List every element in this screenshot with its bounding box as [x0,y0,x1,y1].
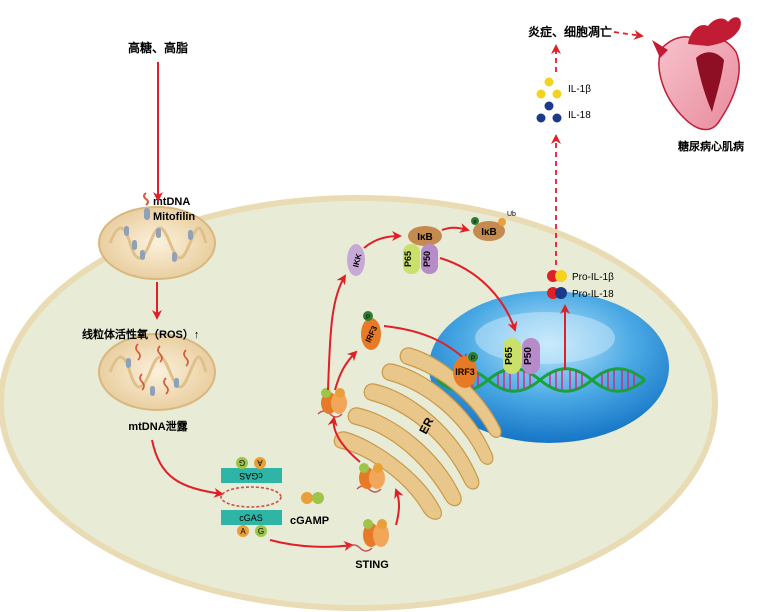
arrow-irf3-to-nucleus [383,325,470,364]
ubikb-label: IκB [481,227,497,238]
mtdna-leak-label: mtDNA泄露 [128,419,188,433]
nfkb-nuclear-icon [503,338,540,374]
il18-label: IL-18 [568,110,591,121]
mtdna-icon [143,192,149,206]
er-icon [333,347,502,520]
inflammation-label: 炎症、细胞凋亡 [528,24,612,39]
ub-ikb-icon [471,217,506,241]
cgamp-icon [301,492,324,504]
irf3-label-nuc: IRF3 [455,367,475,377]
arrow-nfkb-to-nucleus [439,257,518,332]
ikk-label: IKK [351,252,363,268]
mitochondrion-damaged-icon [98,333,216,411]
cgas-top-label: cGAS [239,471,263,481]
ikb-label: IκB [417,232,433,243]
il1b-icon [536,77,562,99]
cgas-bottom-g: G [258,527,264,536]
arrow-sting-up-2 [327,416,361,463]
phospho-label-ikb: P [473,220,477,226]
legend-mitofilin-label: Mitofilin [153,211,195,223]
il18-icon [536,101,562,123]
il1b-label: IL-1β [568,84,591,95]
sting-protein-icon [347,519,389,552]
arrow-leak-to-cgas [151,439,224,498]
sting-protein-icon-mid [356,463,385,493]
irf3-nuclear-icon [453,352,478,388]
p50-label-cyto: P50 [422,251,432,267]
pro-il1b-icon [547,270,567,282]
mitochondrion-icon [98,206,216,280]
heart-icon [652,17,741,131]
ub-label: Ub [507,211,516,218]
cgas-top-a: A [257,458,263,467]
cgas-top-g: G [239,458,245,467]
disease-label: 糖尿病心肌病 [678,139,744,153]
nfkb-complex-icon [403,226,442,274]
cgas-complex-icon [220,457,282,537]
arrow-ikb-to-ubikb [441,223,470,233]
pro-il18-label: Pro-IL-18 [572,289,614,300]
pro-il1b-label: Pro-IL-1β [572,272,614,283]
arrow-cgas-to-sting [269,539,354,552]
pro-il18-icon [547,287,567,299]
irf3-protein-icon [361,311,381,350]
arrow-sting-to-ikk [327,274,347,391]
input-label: 高糖、高脂 [128,40,188,55]
p65-label-nuc: P65 [504,347,515,365]
phospho-label-irf3-cyto: P [366,315,370,321]
ikk-protein-icon [347,244,365,276]
arrow-ikk-to-ikb [363,231,402,249]
cgas-bottom-a: A [240,527,246,536]
sting-protein-icon-top [317,388,347,418]
arrow-to-heart [613,29,644,40]
arrow-sting-up-1 [394,488,404,526]
cgas-bottom-label: cGAS [239,513,263,523]
p50-label-nuc: P50 [523,347,534,365]
mitofilin-icon [144,208,150,220]
arrow-sting-to-irf3 [334,350,358,391]
p65-label-cyto: P65 [403,251,413,267]
sting-label: STING [355,559,389,571]
ros-label: 线粒体活性氧（ROS）↑ [82,327,199,341]
cgamp-label: cGAMP [290,515,329,527]
phospho-label-irf3-nuc: P [471,356,475,362]
